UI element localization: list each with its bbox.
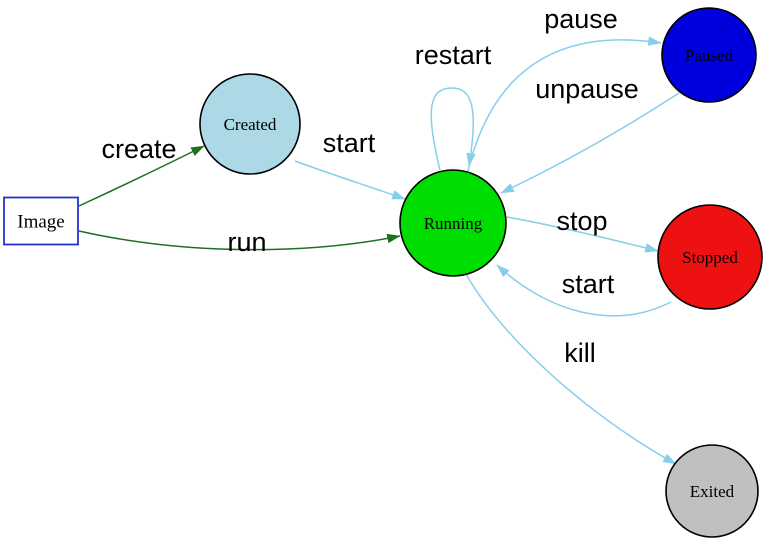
node-paused-shape	[661, 7, 757, 103]
edge-run-arrow	[78, 230, 401, 251]
edge-pause-arrow	[467, 36, 662, 172]
edge-label-restart: restart	[415, 40, 492, 70]
edge-labels-layer: create run start restart pause unpause stop sta…	[101, 4, 638, 368]
node-exited-label: Exited	[690, 482, 735, 501]
edge-kill-arrow	[465, 273, 677, 465]
edge-create-arrow	[78, 145, 205, 207]
node-image-shape	[3, 196, 79, 246]
edge-label-start-1: start	[323, 128, 376, 158]
edges-layer	[78, 36, 680, 465]
edge-label-create: create	[101, 134, 176, 164]
node-created-label: Created	[224, 115, 277, 134]
node-running-shape	[399, 169, 507, 277]
node-exited-shape	[665, 444, 759, 538]
edge-label-start-2: start	[562, 269, 615, 299]
edge-label-pause: pause	[544, 4, 618, 34]
node-stopped-label: Stopped	[682, 248, 738, 267]
edge-unpause-arrow	[500, 92, 680, 194]
edge-restart-arrow	[430, 87, 476, 171]
edge-start-2-arrow	[496, 264, 672, 317]
node-stopped-shape	[657, 204, 763, 310]
edge-stop-arrow	[506, 216, 659, 253]
node-running-label: Running	[424, 214, 483, 233]
node-image-label: Image	[17, 211, 64, 232]
edge-label-run: run	[227, 227, 266, 257]
edge-start-1-arrow	[294, 160, 406, 200]
node-paused-label: Paused	[685, 46, 734, 65]
node-created-shape	[199, 73, 301, 175]
edge-label-kill: kill	[564, 338, 596, 368]
edge-label-unpause: unpause	[535, 74, 639, 104]
edge-label-stop: stop	[556, 206, 607, 236]
